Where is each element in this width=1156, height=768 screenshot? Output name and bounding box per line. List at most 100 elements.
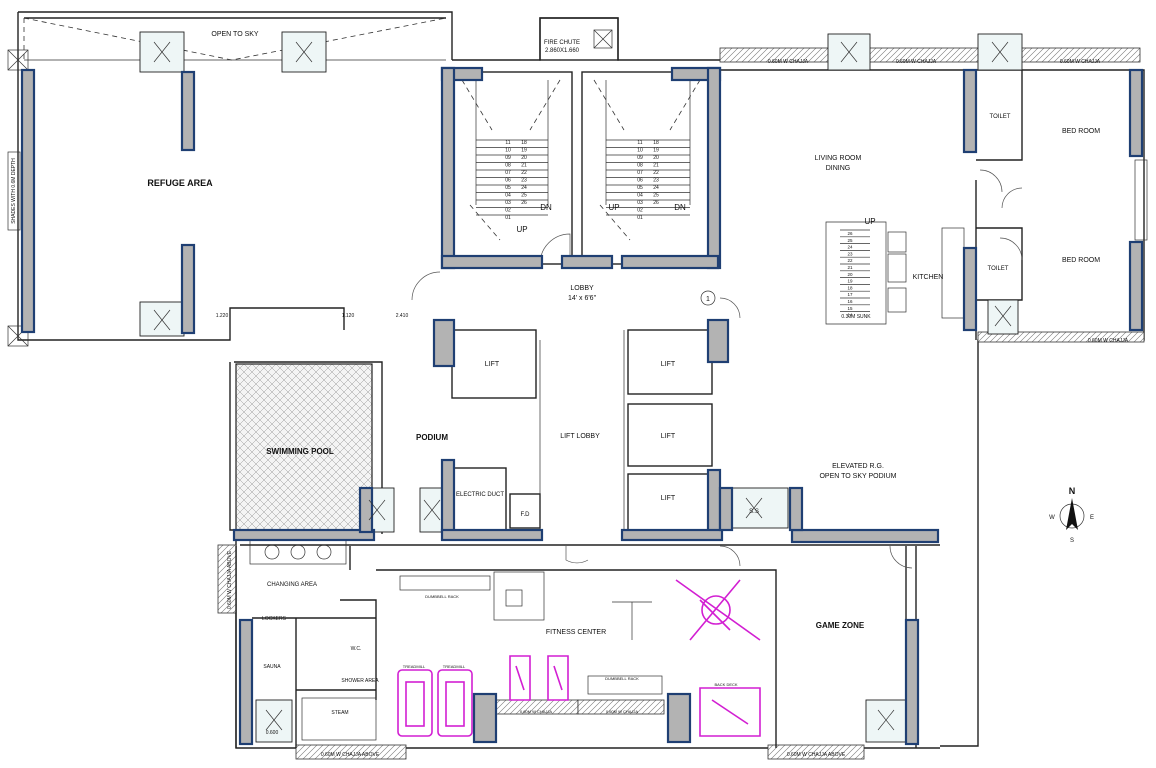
label-fire-chute: FIRE CHUTE (544, 40, 580, 46)
shaft-cross-mark (153, 41, 171, 63)
column-10 (432, 318, 456, 368)
stair-number: 23 (653, 178, 659, 184)
stair-number: 02 (505, 208, 511, 214)
label-lobby: LOBBY (570, 285, 594, 292)
chajja-bands (217, 47, 1145, 760)
label-electric-duct: ELECTRIC DUCT (456, 492, 504, 498)
label-north-w: W (1049, 515, 1055, 521)
shaft-cross-mark (423, 499, 441, 521)
stair-number: 02 (637, 208, 643, 214)
label-toilet-1: TOILET (990, 114, 1011, 120)
label-refuge-area: REFUGE AREA (147, 178, 213, 188)
label-treadmill-1: TREADMILL (403, 664, 426, 669)
stair-number: 17 (847, 292, 853, 297)
column-15 (440, 528, 544, 542)
stair-number: 04 (637, 193, 643, 199)
label-lift-lobby: LIFT LOBBY (560, 433, 600, 440)
label-chajja-gym-1: 0.60M W CHAJJA (520, 709, 553, 714)
shaft-cross-mark (994, 305, 1012, 327)
label-side-text: SHADES WITH 0.6M DEPTH (11, 158, 17, 224)
stair-number: 23 (521, 178, 527, 184)
column-18 (962, 68, 978, 154)
stair-number: 20 (847, 272, 853, 277)
stair-number: 22 (521, 170, 527, 176)
shaft-cross-mark (265, 709, 283, 731)
column-6 (706, 66, 722, 270)
stair-number: 18 (847, 285, 853, 290)
label-fire-chute-size: 2.860X1.660 (545, 48, 580, 54)
stair-number: 18 (653, 140, 659, 146)
stair-number: 10 (637, 148, 643, 154)
stair-number: 06 (637, 178, 643, 184)
column-2 (180, 243, 196, 335)
label-lockers: LOCKERS (262, 616, 287, 622)
label-up-3: UP (864, 217, 875, 226)
label-slab: 0.30M SUNK (841, 314, 871, 320)
stair-number: 01 (505, 215, 511, 221)
label-ss-size: 0.600 (266, 730, 279, 736)
label-bed-room-2: BED ROOM (1062, 257, 1100, 264)
label-up-1: UP (516, 225, 527, 234)
label-dn-2: DN (674, 203, 686, 212)
shaft-cross-mark (745, 497, 763, 519)
stair-number: 20 (653, 155, 659, 161)
column-23 (666, 692, 692, 744)
column-21 (1128, 240, 1144, 332)
stair-number: 05 (637, 185, 643, 191)
stair-number: 16 (847, 299, 853, 304)
label-fitness-center: FITNESS CENTER (546, 629, 606, 636)
label-chajja-right-1: 0.60M W CHAJJA (1088, 338, 1129, 344)
shaft-cross-mark (153, 309, 171, 331)
column-16 (620, 528, 724, 542)
column-11 (706, 318, 730, 364)
label-north-s: S (1070, 538, 1074, 544)
label-dumbbell-rack-1: DUMBBELL RACK (425, 594, 459, 599)
stair-number: 24 (653, 185, 659, 191)
stair-number: 19 (521, 148, 527, 154)
label-chajja-above-left: 0.60M W CHAJJA ABOVE (227, 550, 233, 609)
stair-number: 20 (521, 155, 527, 161)
stair-number: 24 (521, 185, 527, 191)
fire-chute (539, 17, 619, 61)
shaft-cross-mark (877, 709, 895, 731)
label-lift-3: LIFT (661, 433, 676, 440)
stair-number: 25 (847, 238, 853, 243)
stair-number: 26 (653, 200, 659, 206)
label-lobby-size: 14' x 6'6" (568, 295, 597, 302)
stair-number: 01 (637, 215, 643, 221)
stair-number: 18 (521, 140, 527, 146)
label-lift-4: LIFT (661, 495, 676, 502)
column-0 (20, 68, 36, 334)
label-chajja-above-bottom-1: 0.60M W CHAJJA ABOVE (321, 752, 380, 758)
stair-number: 25 (653, 193, 659, 199)
column-1 (180, 70, 196, 152)
stair-number: 04 (505, 193, 511, 199)
shaft-cross-mark (295, 41, 313, 63)
label-up-2: UP (608, 203, 619, 212)
label-chajja-top-1: 0.60M W CHAJJA (896, 59, 937, 65)
label-living-room: LIVING ROOM (815, 155, 862, 162)
column-26 (358, 486, 374, 534)
stair-number: 19 (653, 148, 659, 154)
stair-number: 22 (653, 170, 659, 176)
column-24 (472, 692, 498, 744)
label-dim-1: 1.220 (216, 313, 229, 319)
label-game-zone: GAME ZONE (816, 621, 865, 630)
north-arrow (1059, 498, 1085, 530)
label-toilet-2: TOILET (988, 266, 1009, 272)
label-lift-1: LIFT (485, 361, 500, 368)
column-8 (440, 254, 544, 270)
stair-number: 07 (637, 170, 643, 176)
stair-number: 09 (637, 155, 643, 161)
stair-number: 03 (637, 200, 643, 206)
label-north-e: E (1090, 515, 1094, 521)
label-ss: S.S (749, 509, 759, 515)
stair-number: 15 (847, 306, 853, 311)
label-dining: DINING (826, 165, 851, 172)
label-podium: PODIUM (416, 433, 448, 442)
label-north-n: N (1069, 486, 1076, 496)
label-chajja-gym-2: 0.60M W CHAJJA (606, 709, 639, 714)
label-marker: 1 (706, 296, 710, 303)
column-12 (440, 458, 456, 534)
